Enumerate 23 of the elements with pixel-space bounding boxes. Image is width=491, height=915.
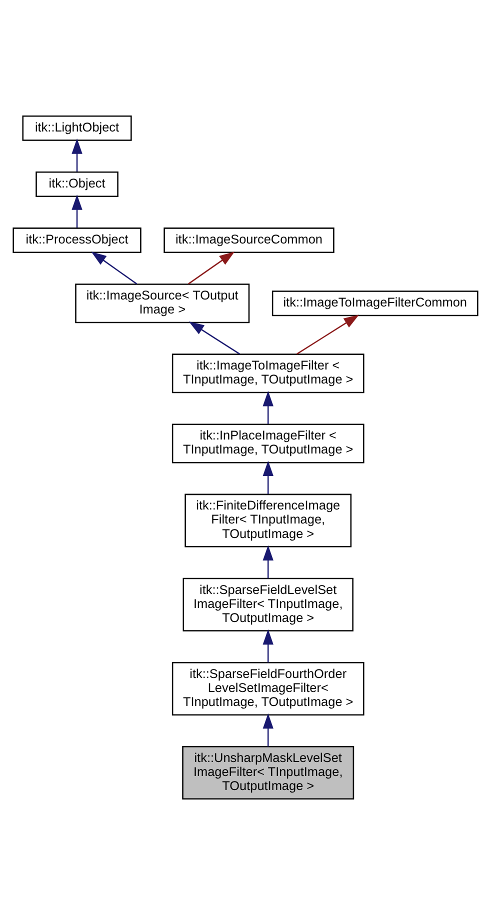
node-box: itk::ImageSource< TOutput Image > <box>75 284 250 324</box>
node-box: itk::Object <box>36 172 118 197</box>
node-box: itk::FiniteDifferenceImage Filter< TInputImage, TOutputImage > <box>184 494 352 548</box>
arrow <box>296 314 360 355</box>
node-box: itk::UnsharpMaskLevelSet ImageFilter< TInputImage, TOutputImage > <box>182 746 354 800</box>
arrow <box>262 545 274 578</box>
node-box: itk::ImageSourceCommon <box>164 228 334 254</box>
arrow <box>262 713 274 747</box>
node-box: itk::LightObject <box>22 115 132 141</box>
arrow <box>262 390 274 424</box>
arrow <box>188 322 240 355</box>
arrow <box>72 138 82 172</box>
arrow <box>262 460 274 494</box>
node-box: itk::ImageToImageFilterCommon <box>272 290 478 316</box>
arrow <box>188 252 235 284</box>
node-box: itk::InPlaceImageFilter < TInputImage, TOutputImage > <box>172 424 364 464</box>
node-box: itk::ProcessObject <box>12 228 142 254</box>
arrow <box>91 252 138 284</box>
node-box: itk::SparseFieldFourthOrder LevelSetImageFilter< TInputImage, TOutputImage > <box>172 662 364 716</box>
node-box: itk::ImageToImageFilter < TInputImage, TOutputImage > <box>172 354 364 394</box>
arrow <box>262 629 274 663</box>
arrow <box>72 194 82 228</box>
node-box: itk::SparseFieldLevelSet ImageFilter< TInputImage, TOutputImage > <box>182 578 354 632</box>
